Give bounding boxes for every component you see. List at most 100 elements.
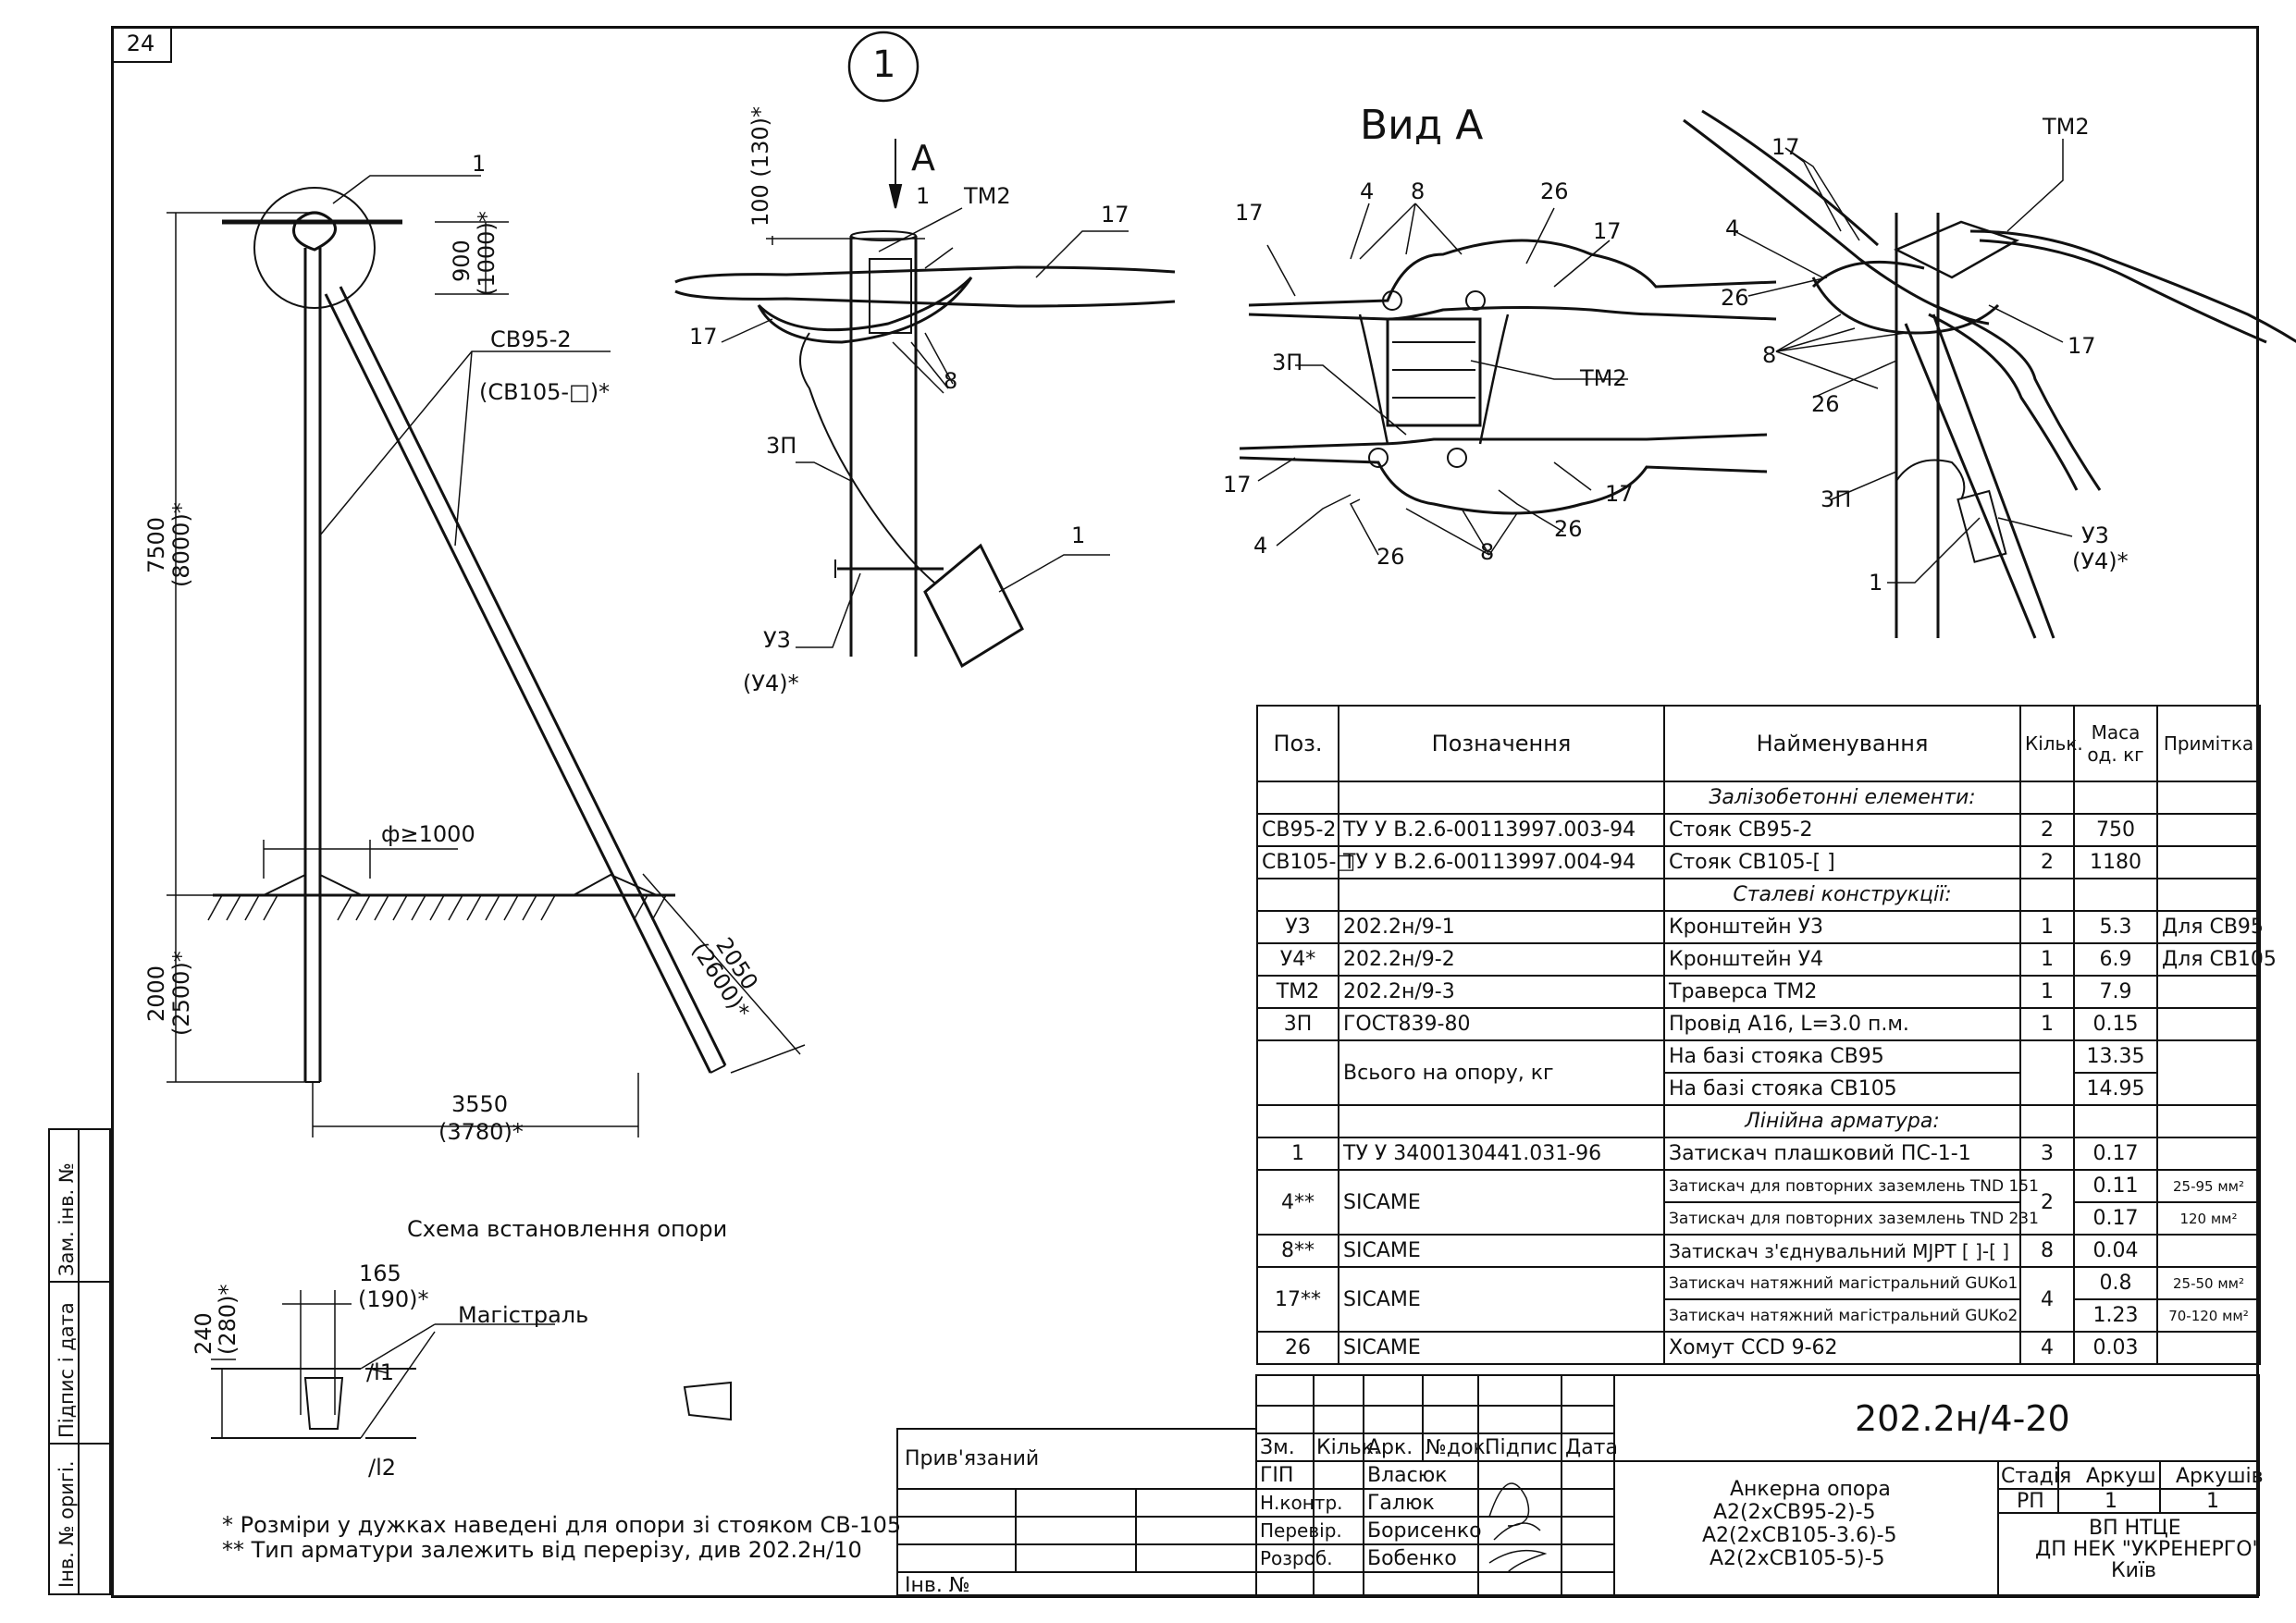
cell: Затискач натяжний магістральний GUKo2	[1663, 1298, 2021, 1333]
d4-tm2: ТМ2	[2043, 114, 2090, 140]
specification-table: Поз. Позначення Найменування Кільк. Маса…	[1256, 705, 2277, 1365]
cell: 26	[1256, 1331, 1339, 1365]
d3-pos-4-b: 4	[1253, 533, 1268, 559]
name-galiuk: Галюк	[1367, 1492, 1435, 1515]
d4-u4: (У4)*	[2072, 548, 2129, 574]
cell: SICAME	[1338, 1169, 1665, 1236]
cell: 3П	[1256, 1007, 1339, 1041]
note-2: ** Тип арматури залежить від перерізу, д…	[222, 1537, 862, 1563]
scheme-l1: /l1	[366, 1359, 395, 1385]
cell: 1	[2019, 910, 2075, 944]
table-row: На базі стояка СВ105 14.95	[1257, 1072, 2260, 1106]
d3-pos-17-b: 17	[1593, 218, 1622, 244]
d4-u3: У3	[2081, 523, 2109, 548]
name-line-2: А2(2хСВ95-2)-5	[1713, 1501, 1876, 1524]
cell: 25-95 мм²	[2156, 1169, 2261, 1203]
d4-pos-8: 8	[1762, 342, 1777, 368]
table-row: Затискач натяжний магістральний GUKo2 1.…	[1257, 1298, 2261, 1333]
name-borysenko: Борисенко	[1367, 1519, 1482, 1543]
scheme-drawing	[211, 1290, 732, 1439]
table-row: 4** SICAME Затискач для повторних заземл…	[1256, 1169, 2261, 1236]
org-line-2: ДП НЕК "УКРЕНЕРГО"	[2035, 1538, 2262, 1561]
cell: 120 мм²	[2156, 1201, 2261, 1236]
cell: Всього на опору, кг	[1338, 1039, 1665, 1106]
cell: SICAME	[1338, 1331, 1665, 1365]
name-line-1: Анкерна опора	[1730, 1478, 1891, 1501]
cell: Затискач натяжний магістральний GUKo1	[1663, 1266, 2021, 1300]
cell: Стояк СВ95-2	[1663, 813, 2021, 847]
cell	[2156, 1234, 2261, 1268]
cell: Кронштейн У3	[1663, 910, 2021, 944]
cell: 1	[2019, 1007, 2075, 1041]
d2-pos-8: 8	[944, 368, 958, 394]
d4-pos-17-a: 17	[1771, 134, 1800, 160]
scheme-l2: /l2	[368, 1455, 397, 1481]
cell	[2156, 975, 2261, 1009]
table-row: Всього на опору, кг На базі стояка СВ95 …	[1256, 1039, 2261, 1106]
cell: 70-120 мм²	[2156, 1298, 2261, 1333]
name-vlasiuk: Власюк	[1367, 1464, 1448, 1487]
table-row: Сталеві конструкції:	[1256, 878, 2261, 912]
d1-dim-3780: (3780)*	[438, 1119, 524, 1145]
cell: 0.03	[2073, 1331, 2158, 1365]
role-nkontr: Н.контр.	[1260, 1492, 1343, 1514]
cell: Затискач для повторних заземлень TND 231	[1663, 1201, 2039, 1236]
section-title: Лінійна арматура:	[1663, 1104, 2021, 1138]
cell: 6.9	[2073, 942, 2158, 977]
view-a-detail	[1239, 203, 1777, 556]
cell	[2156, 1039, 2261, 1106]
table-row: Лінійна арматура:	[1256, 1104, 2261, 1138]
cell: 202.2н/9-3	[1338, 975, 1665, 1009]
d1-dim-3550: 3550	[451, 1091, 509, 1117]
cell: ТУ У 3400130441.031-96	[1338, 1137, 1665, 1171]
cell: Траверса ТМ2	[1663, 975, 2021, 1009]
cell: Затискач для повторних заземлень TND 151	[1663, 1169, 2039, 1203]
cell: 202.2н/9-2	[1338, 942, 1665, 977]
d2-pos-17-left: 17	[689, 324, 718, 350]
scheme-dim-190: (190)*	[358, 1286, 429, 1312]
cell: 1	[2019, 975, 2075, 1009]
circle-marker: 1	[872, 43, 896, 86]
d4-pos-1: 1	[1869, 570, 1883, 596]
hdr-note: Примітка	[2156, 705, 2261, 782]
cell: 3	[2019, 1137, 2075, 1171]
cell: 8	[2019, 1234, 2075, 1268]
d3-pos-8-a: 8	[1411, 178, 1426, 204]
cell	[2156, 1137, 2261, 1171]
d3-pos-26-c: 26	[1554, 516, 1583, 542]
table-row: 17** SICAME Затискач натяжний магістраль…	[1256, 1266, 2261, 1333]
section-title: Сталеві конструкції:	[1663, 878, 2021, 912]
cell: 0.04	[2073, 1234, 2158, 1268]
table-row: Затискач для повторних заземлень TND 231…	[1257, 1201, 2261, 1236]
cell: 2	[2019, 1169, 2075, 1236]
cell: 7.9	[2073, 975, 2158, 1009]
d1-dim-phi: ф≥1000	[381, 821, 475, 847]
d1-pos-1: 1	[472, 151, 487, 177]
d2-tm2: ТМ2	[964, 183, 1011, 209]
cell: 750	[2073, 813, 2158, 847]
cell: 4**	[1256, 1169, 1339, 1236]
org-line-3: Київ	[2111, 1559, 2156, 1582]
bound-label: Прив'язаний	[905, 1447, 1040, 1470]
stage-val: РП	[2017, 1490, 2044, 1513]
d3-pos-26-b: 26	[1376, 544, 1405, 570]
cell	[2156, 845, 2261, 879]
d3-pos-4-a: 4	[1360, 178, 1375, 204]
cell: 0.17	[2073, 1137, 2158, 1171]
cell: 13.35	[2073, 1039, 2158, 1074]
view-a-title: Вид А	[1360, 102, 1484, 149]
sheet-val: 1	[2105, 1490, 2117, 1513]
cell: 0.8	[2073, 1266, 2158, 1300]
cell: 1.23	[2073, 1298, 2158, 1333]
stage-hdr: Стадія	[2001, 1465, 2072, 1488]
scheme-caption: Схема встановлення опори	[407, 1216, 728, 1242]
cell	[2156, 1331, 2261, 1365]
d2-u3: У3	[763, 627, 791, 653]
isometric-detail	[1683, 109, 2296, 639]
